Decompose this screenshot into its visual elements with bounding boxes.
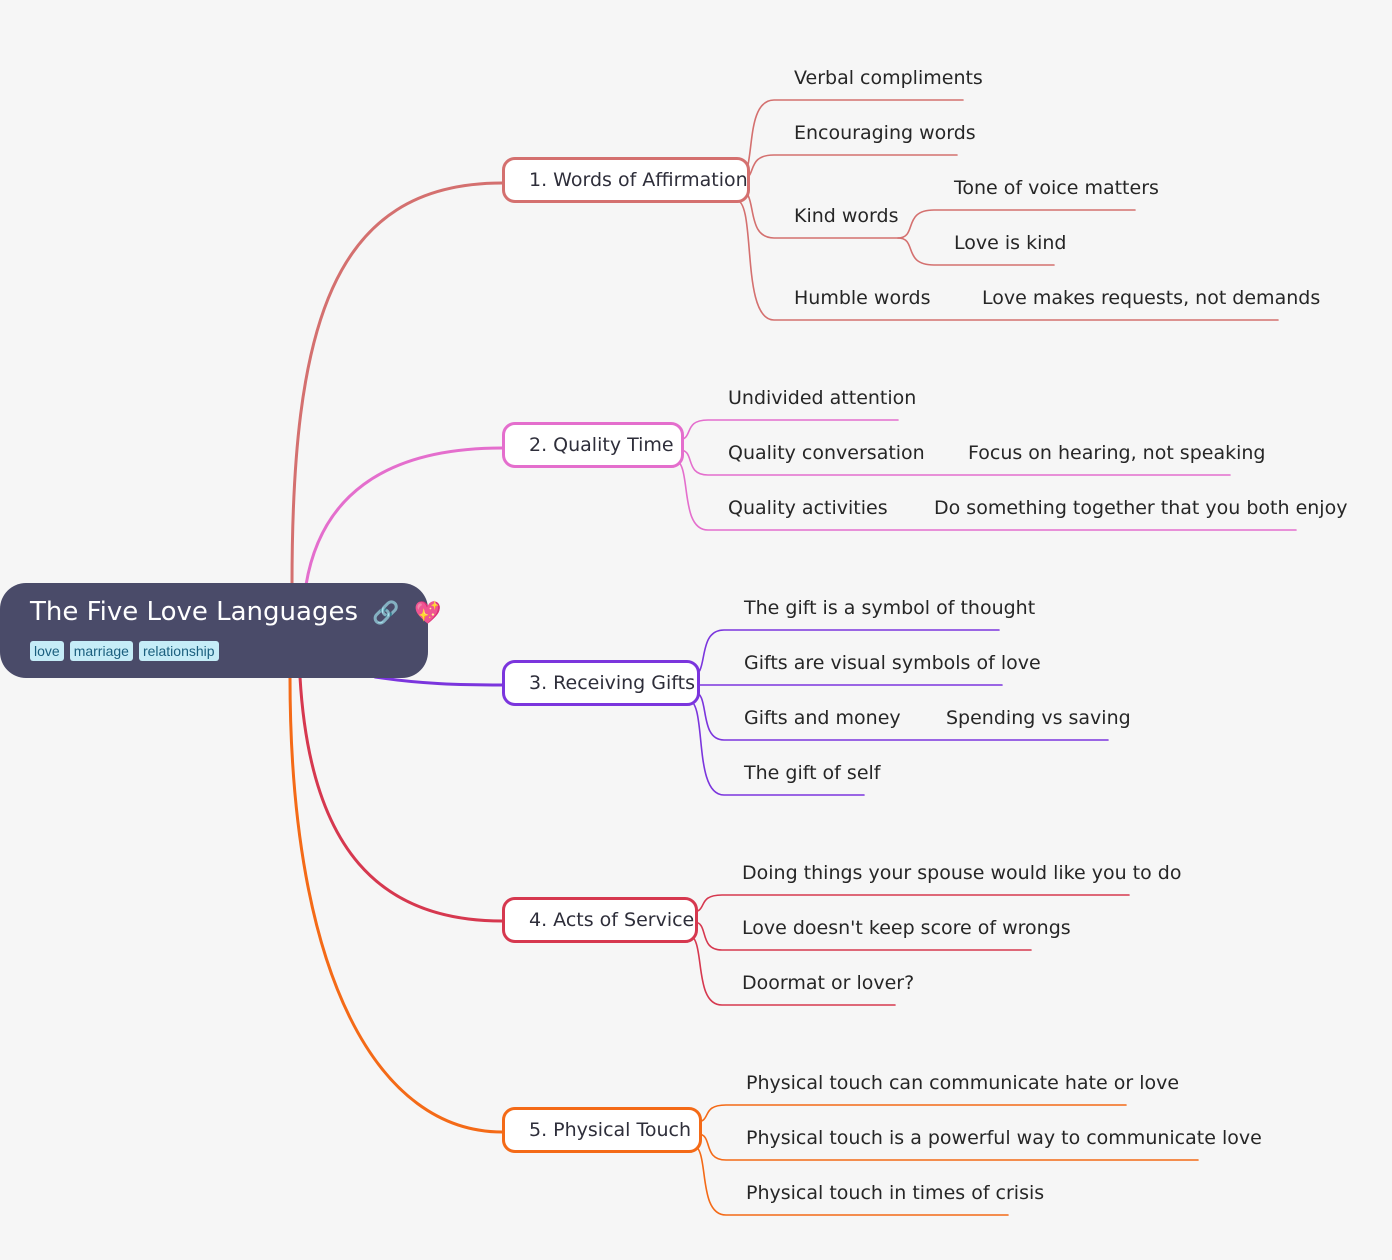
branch-physical-touch[interactable]: 5. Physical Touch bbox=[502, 1107, 702, 1153]
topic-quality-conversation[interactable]: Quality conversation bbox=[728, 442, 925, 464]
link-root-b2 bbox=[304, 446, 504, 587]
branch-words-of-affirmation[interactable]: 1. Words of Affirmation bbox=[502, 157, 750, 203]
link-self bbox=[687, 699, 865, 796]
topic-humble-words[interactable]: Humble words bbox=[794, 287, 931, 309]
link-root-b3 bbox=[373, 675, 504, 687]
topic-quality-activities[interactable]: Quality activities bbox=[728, 497, 888, 519]
topic-verbal-compliments[interactable]: Verbal compliments bbox=[794, 67, 983, 89]
root-topic[interactable]: The Five Love Languages 🔗 💖 love marriag… bbox=[0, 583, 441, 678]
root-title: The Five Love Languages 🔗 💖 bbox=[30, 595, 441, 631]
link-powerful bbox=[697, 1133, 1199, 1161]
link-score bbox=[693, 921, 1032, 951]
topic-keep-score[interactable]: Love doesn't keep score of wrongs bbox=[742, 917, 1071, 939]
topic-symbol-of-thought[interactable]: The gift is a symbol of thought bbox=[744, 597, 1036, 619]
topic-doing-things[interactable]: Doing things your spouse would like you … bbox=[742, 862, 1182, 884]
link-love-kind bbox=[897, 237, 1055, 266]
link-root-b1 bbox=[290, 181, 504, 587]
link-root-b5 bbox=[288, 675, 504, 1134]
link-tone bbox=[897, 209, 1136, 239]
tag-love[interactable]: love bbox=[30, 641, 64, 661]
topic-visual-symbols[interactable]: Gifts are visual symbols of love bbox=[744, 652, 1041, 674]
topic-powerful-way[interactable]: Physical touch is a powerful way to comm… bbox=[746, 1127, 1262, 1149]
topic-love-is-kind[interactable]: Love is kind bbox=[954, 232, 1067, 254]
topic-encouraging-words[interactable]: Encouraging words bbox=[794, 122, 976, 144]
branch-receiving-gifts[interactable]: 3. Receiving Gifts bbox=[502, 660, 700, 706]
root-title-text: The Five Love Languages bbox=[30, 597, 358, 627]
topic-doormat-or-lover[interactable]: Doormat or lover? bbox=[742, 972, 915, 994]
topic-kind-words[interactable]: Kind words bbox=[794, 205, 899, 227]
tag-list: love marriage relationship bbox=[30, 641, 428, 661]
link-encouraging bbox=[739, 154, 958, 181]
link-hate-love bbox=[695, 1104, 1127, 1123]
topic-undivided-attention[interactable]: Undivided attention bbox=[728, 387, 917, 409]
topic-focus-on-hearing[interactable]: Focus on hearing, not speaking bbox=[968, 442, 1266, 464]
topic-gift-of-self[interactable]: The gift of self bbox=[744, 762, 881, 784]
topic-gifts-and-money[interactable]: Gifts and money bbox=[744, 707, 901, 729]
sparkling-heart-icon: 💖 bbox=[413, 601, 442, 626]
tag-marriage[interactable]: marriage bbox=[69, 641, 133, 661]
link-root-b4 bbox=[298, 675, 504, 923]
topic-tone-of-voice[interactable]: Tone of voice matters bbox=[954, 177, 1159, 199]
tag-relationship[interactable]: relationship bbox=[138, 641, 219, 661]
branch-acts-of-service[interactable]: 4. Acts of Service bbox=[502, 897, 698, 943]
link-doing bbox=[691, 894, 1130, 913]
link-icon[interactable]: 🔗 bbox=[372, 601, 400, 626]
link-conversation bbox=[679, 449, 1231, 476]
branch-quality-time[interactable]: 2. Quality Time bbox=[502, 422, 684, 468]
topic-do-something-together[interactable]: Do something together that you both enjo… bbox=[934, 497, 1348, 519]
topic-times-of-crisis[interactable]: Physical touch in times of crisis bbox=[746, 1182, 1045, 1204]
link-humble bbox=[735, 199, 1279, 321]
link-undivided bbox=[677, 419, 899, 441]
topic-spending-vs-saving[interactable]: Spending vs saving bbox=[946, 707, 1131, 729]
topic-requests-not-demands[interactable]: Love makes requests, not demands bbox=[982, 287, 1321, 309]
topic-hate-or-love[interactable]: Physical touch can communicate hate or l… bbox=[746, 1072, 1180, 1094]
